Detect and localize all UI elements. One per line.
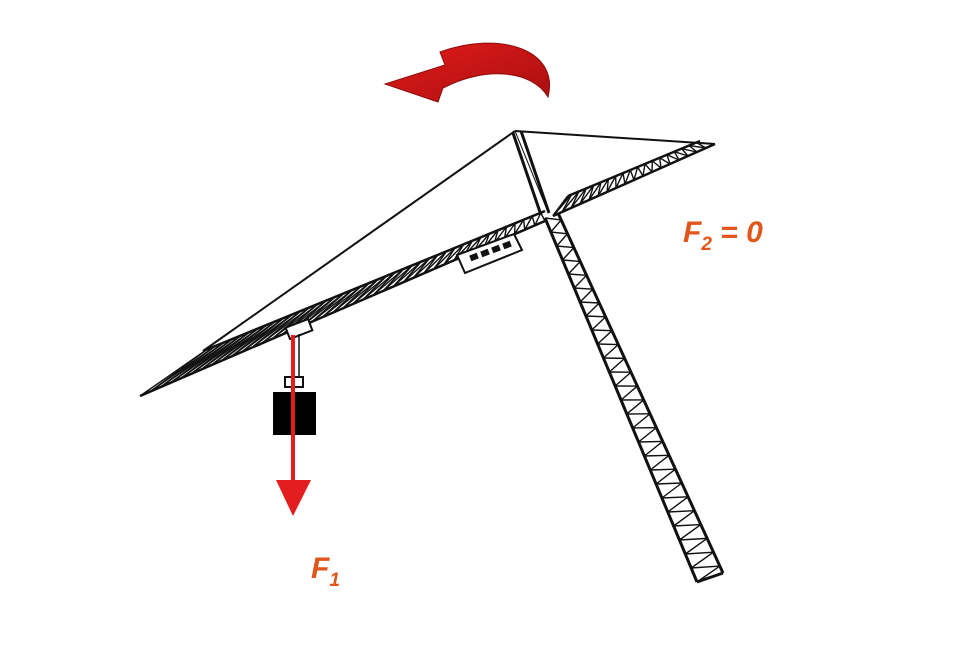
tower-mast [543, 212, 725, 584]
counter-jib [552, 139, 716, 218]
operator-cab [455, 232, 524, 275]
jib-tie-line [202, 130, 516, 352]
counter-jib-tie-line [514, 130, 716, 145]
main-jib [139, 209, 546, 398]
trolley-and-hook [284, 317, 314, 388]
crane-top [511, 130, 551, 216]
rotation-arrow-icon [383, 42, 550, 103]
force-label-f2: F2 = 0 [683, 216, 763, 255]
force-arrow-f1 [276, 335, 311, 516]
force-label-f1: F1 [311, 552, 340, 591]
